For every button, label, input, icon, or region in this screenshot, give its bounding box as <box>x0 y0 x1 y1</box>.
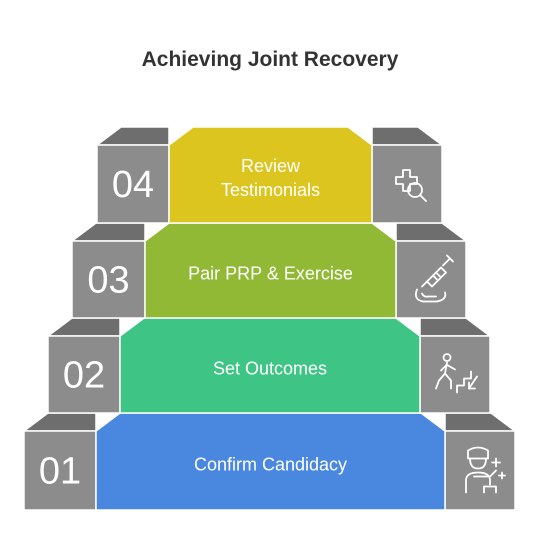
right-side-block <box>395 240 467 319</box>
step-label-line: Confirm Candidacy <box>194 455 347 475</box>
step-01: 01 Confirm Candidacy <box>21 412 518 511</box>
left-side-top <box>94 126 170 146</box>
right-side-block <box>419 335 491 414</box>
step-label-line: Testimonials <box>221 180 320 200</box>
step-number: 01 <box>39 451 81 493</box>
right-side-block <box>444 430 516 511</box>
doctor-patient-icon <box>465 446 506 494</box>
step-face <box>168 126 373 224</box>
step-number: 04 <box>112 164 154 206</box>
syringe-icon <box>414 254 454 303</box>
left-side-top <box>45 317 121 337</box>
step-number: 02 <box>63 355 105 397</box>
left-side-block <box>47 335 121 414</box>
step-03: 03 Pair PRP & Exercise <box>69 222 469 319</box>
left-side-top <box>21 412 97 432</box>
right-side-top <box>419 317 493 337</box>
diagram-title: Achieving Joint Recovery <box>141 48 399 71</box>
stairs-climb-icon <box>435 353 478 394</box>
step-number: 03 <box>87 260 129 302</box>
medical-search-icon <box>395 169 427 202</box>
right-side-top <box>395 222 469 242</box>
step-label-line: Set Outcomes <box>213 359 327 379</box>
right-side-top <box>444 412 518 432</box>
step-02: 02 Set Outcomes <box>45 317 493 414</box>
step-label-line: Pair PRP & Exercise <box>188 264 353 284</box>
right-side-block <box>371 144 443 224</box>
step-label-line: Review <box>241 156 301 176</box>
right-side-top <box>371 126 445 146</box>
left-side-top <box>69 222 146 242</box>
left-side-block <box>96 144 170 224</box>
